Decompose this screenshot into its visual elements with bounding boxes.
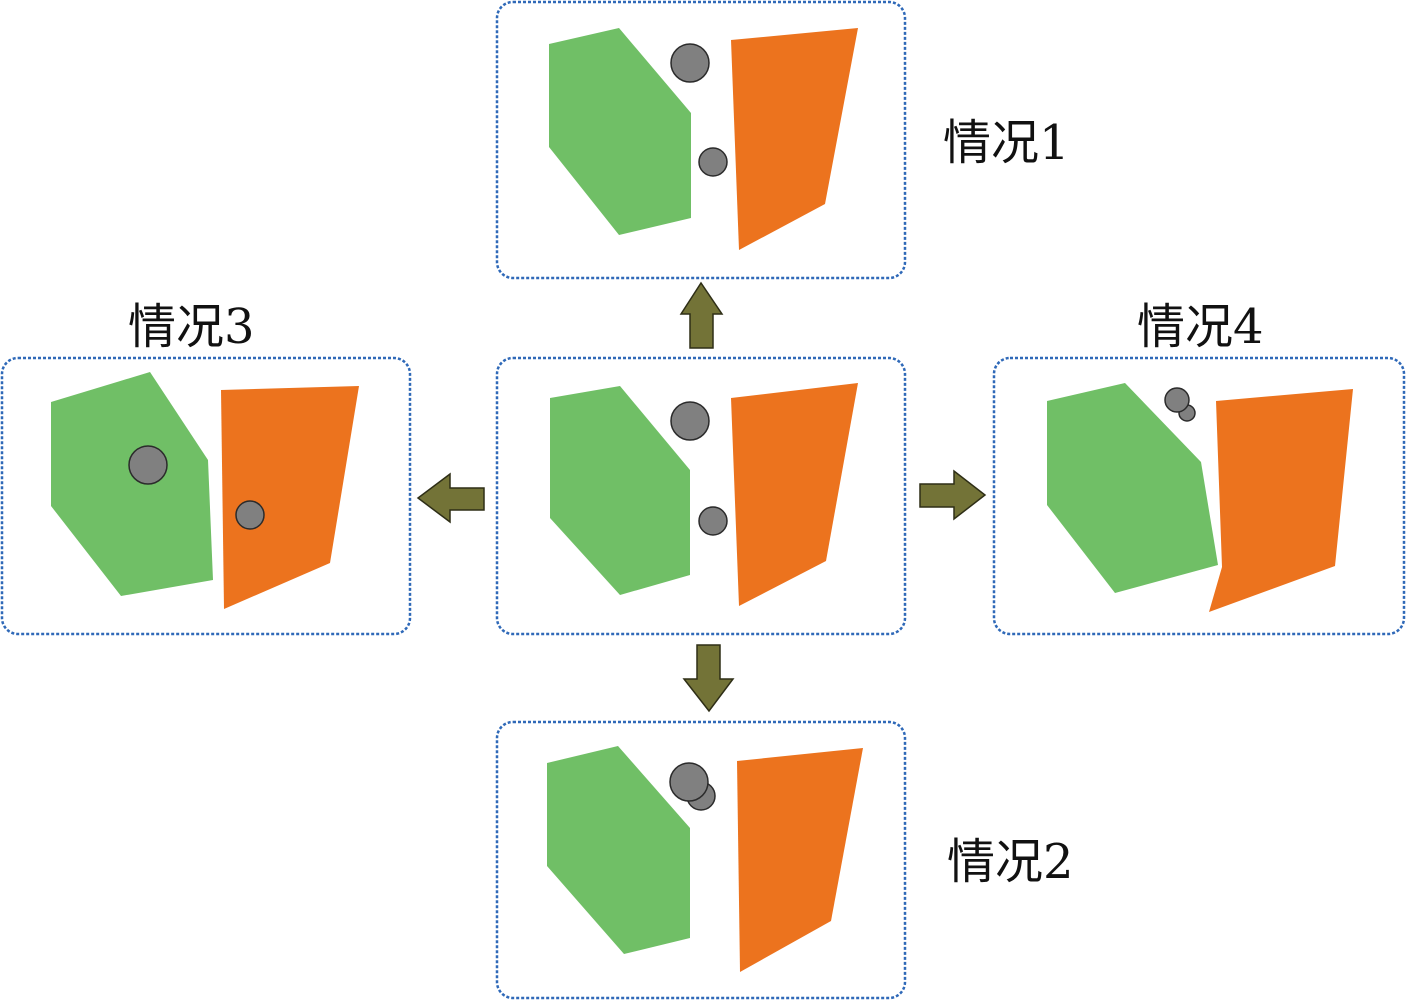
large-particle (128, 445, 168, 485)
case2-label: 情况2 (947, 834, 1074, 890)
large-particle (670, 401, 710, 441)
orange-block (731, 28, 858, 250)
green-block (547, 746, 690, 954)
green-block (550, 386, 690, 595)
green-block (549, 28, 691, 235)
orange-block (737, 748, 863, 972)
large-particle (670, 43, 710, 83)
arrow-left (416, 472, 485, 524)
panel-case2 (495, 720, 907, 1000)
panel-case4 (992, 356, 1406, 636)
small-particle (235, 500, 265, 530)
case3-label: 情况3 (128, 299, 255, 355)
green-block (1047, 383, 1218, 593)
arrow-down (682, 644, 735, 713)
case1-label: 情况1 (943, 115, 1070, 171)
small-particle (698, 506, 728, 536)
arrow-up (679, 281, 724, 349)
panel-case2-frame (495, 720, 907, 1000)
panel-center (495, 356, 907, 636)
panel-case4-frame (992, 356, 1406, 636)
small-particle (698, 147, 728, 177)
panel-case3-frame (0, 356, 412, 636)
orange-block (1209, 389, 1353, 612)
arrow-right (919, 469, 987, 521)
green-block (51, 372, 213, 596)
panel-center-frame (495, 356, 907, 636)
panel-case1-frame (495, 0, 907, 280)
large-particle (669, 762, 709, 802)
panel-case1 (495, 0, 907, 280)
orange-block (731, 383, 858, 606)
panel-case3 (0, 356, 412, 636)
orange-block (221, 386, 359, 609)
case4-label: 情况4 (1137, 299, 1264, 355)
large-particle (1164, 387, 1190, 413)
